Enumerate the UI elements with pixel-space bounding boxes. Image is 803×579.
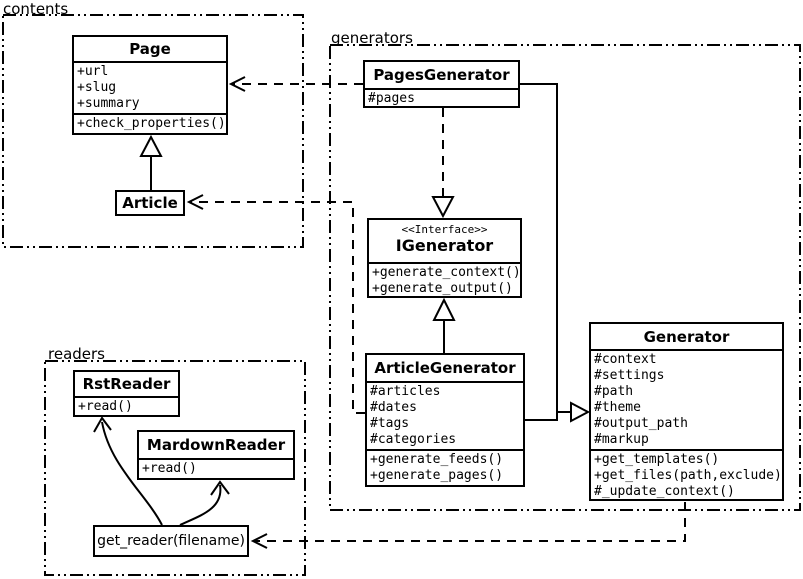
package-label-contents: contents (3, 0, 69, 18)
class-title-generator: Generator (643, 327, 730, 346)
attribute: #markup (594, 432, 649, 447)
function-box-get-reader: get_reader(filename) (93, 525, 249, 557)
method: +generate_output() (372, 281, 513, 296)
class-box-article: Article (115, 190, 185, 216)
class-attributes-pagesgenerator: #pages (365, 88, 518, 106)
class-header-igenerator: <<Interface>> IGenerator (369, 220, 520, 262)
class-methods-generator: +get_templates() +get_files(path,exclude… (591, 449, 782, 499)
realization-arrow-pagesgenerator-to-igenerator (431, 108, 455, 219)
stereotype-label: <<Interface>> (401, 223, 488, 236)
class-title-igenerator: IGenerator (395, 236, 494, 255)
attribute: #pages (368, 91, 415, 106)
class-title-articlegenerator: ArticleGenerator (374, 359, 516, 377)
attribute: +url (77, 64, 109, 79)
method: +generate_context() (372, 265, 520, 280)
class-title-article: Article (122, 194, 178, 212)
arrow-getreader-to-rstreader (93, 416, 163, 526)
inheritance-arrow-articlegenerator-to-igenerator (432, 297, 456, 353)
package-label-readers: readers (48, 345, 105, 363)
method: +read() (142, 461, 197, 476)
class-box-rstreader: RstReader +read() (73, 370, 180, 417)
class-title-rstreader: RstReader (82, 375, 171, 393)
contents-package-border (2, 14, 304, 248)
attribute: #settings (594, 368, 665, 383)
method: +check_properties() (77, 116, 226, 131)
attribute: #path (594, 384, 634, 399)
class-box-generator: Generator #context #settings #path #them… (589, 322, 784, 501)
class-title-mardownreader: MardownReader (146, 436, 286, 454)
class-box-pagesgenerator: PagesGenerator #pages (363, 60, 520, 108)
method: +generate_pages() (370, 468, 504, 483)
arrow-getreader-to-mardownreader (179, 480, 230, 526)
attribute: #context (594, 352, 657, 367)
class-box-igenerator: <<Interface>> IGenerator +generate_conte… (367, 218, 522, 298)
attribute: +slug (77, 80, 117, 95)
function-label-get-reader: get_reader(filename) (97, 533, 245, 549)
attribute: #articles (370, 384, 441, 399)
inheritance-arrow-generators-to-generator (520, 83, 591, 423)
class-box-page: Page +url +slug +summary +check_properti… (72, 35, 228, 135)
dependency-arrow-pagesgenerator-to-page (228, 76, 363, 92)
method: +generate_feeds() (370, 452, 504, 467)
attribute: #categories (370, 432, 457, 447)
dependency-arrow-articlegenerator-to-article (186, 194, 365, 414)
method: +read() (78, 399, 133, 414)
attribute: #theme (594, 400, 641, 415)
attribute: #output_path (594, 416, 688, 431)
class-box-mardownreader: MardownReader +read() (137, 430, 295, 480)
attribute: #dates (370, 400, 417, 415)
class-attributes-generator: #context #settings #path #theme #output_… (591, 349, 782, 449)
class-box-articlegenerator: ArticleGenerator #articles #dates #tags … (365, 353, 525, 487)
dependency-arrow-generator-to-getreader (250, 502, 686, 549)
readers-package-border (44, 360, 306, 576)
class-methods-igenerator: +generate_context() +generate_output() (369, 262, 520, 296)
class-methods-rstreader: +read() (75, 396, 178, 415)
attribute: #tags (370, 416, 410, 431)
method: +get_files(path,exclude) (594, 468, 782, 483)
class-title-pagesgenerator: PagesGenerator (373, 66, 510, 84)
generators-package-border (329, 44, 801, 511)
class-attributes-page: +url +slug +summary (74, 61, 226, 113)
method: +get_templates() (594, 452, 720, 467)
class-methods-page: +check_properties() (74, 113, 226, 133)
package-label-generators: generators (331, 29, 413, 47)
method: #_update_context() (594, 484, 735, 499)
class-methods-mardownreader: +read() (139, 458, 293, 478)
class-attributes-articlegenerator: #articles #dates #tags #categories (367, 381, 523, 449)
class-methods-articlegenerator: +generate_feeds() +generate_pages() (367, 449, 523, 485)
inheritance-arrow-article-to-page (139, 134, 163, 190)
class-title-page: Page (129, 40, 171, 58)
attribute: +summary (77, 96, 140, 111)
